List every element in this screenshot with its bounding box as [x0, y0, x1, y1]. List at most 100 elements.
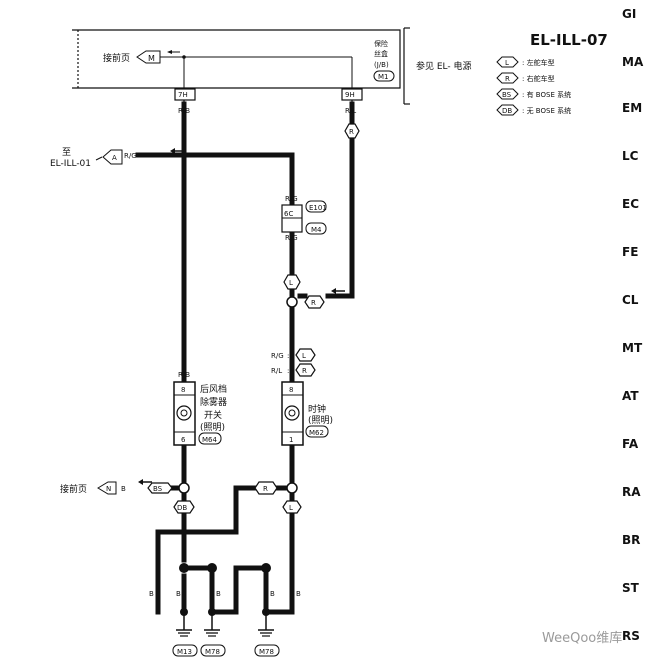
wire-label: B	[176, 590, 181, 598]
pin-label: 1	[289, 436, 293, 444]
side-index-item[interactable]: CL	[622, 293, 639, 307]
ground-points: M13 M78 M78	[172, 608, 280, 657]
lamp-icon	[176, 405, 192, 421]
fuse-label-3: (J/B)	[374, 61, 389, 69]
splice-point	[207, 563, 217, 573]
side-index-item[interactable]: BR	[622, 533, 640, 547]
l-badge: L	[302, 352, 306, 360]
side-index-item[interactable]: MA	[622, 55, 644, 69]
side-index-item[interactable]: EC	[622, 197, 639, 211]
wire-label: R/G	[271, 352, 284, 360]
colon: :	[287, 367, 289, 375]
clock: 8 1 时钟 (照明) M62	[281, 381, 333, 446]
side-index: GI MA EM LC EC FE CL MT AT FA RA BR ST R…	[622, 7, 644, 643]
side-index-item[interactable]: AT	[622, 389, 639, 403]
wire-label: R/G	[285, 195, 298, 203]
side-index-item[interactable]: FA	[622, 437, 639, 451]
legend-item: BS : 有 BOSE 系统	[496, 88, 571, 100]
lamp-icon	[284, 405, 300, 421]
wire-label: B	[181, 460, 186, 468]
wire-label: B	[289, 460, 294, 468]
prev-page-label: 接前页	[103, 52, 130, 64]
clock-name-line: 时钟	[308, 403, 326, 415]
clock-name-line: (照明)	[308, 415, 333, 426]
colon: :	[287, 352, 289, 360]
wire-label: R/L	[271, 367, 282, 375]
next-page-label[interactable]: 接前页	[60, 483, 87, 495]
to-ref-link[interactable]: EL-ILL-01	[50, 159, 91, 169]
fuse-connector: M1	[378, 73, 389, 81]
splice-point	[286, 296, 298, 308]
r-badge: R	[311, 299, 316, 307]
power-ref[interactable]: 参见 EL- 电源	[416, 60, 472, 72]
wire-label: B	[296, 590, 301, 598]
to-ref-prefix: 至	[62, 147, 71, 158]
wire-label: B	[149, 590, 154, 598]
splice-point	[178, 482, 190, 494]
wire-label: B	[216, 590, 221, 598]
legend-badge: R	[505, 75, 510, 83]
switch-name-line: 后风档	[200, 383, 227, 395]
ground-connector	[200, 644, 226, 657]
switch-name-line: 除雾器	[200, 396, 227, 408]
side-index-item[interactable]: MT	[622, 341, 643, 355]
terminal-9h: 9H	[345, 91, 355, 99]
ground-connector	[254, 644, 280, 657]
side-index-item[interactable]: GI	[622, 7, 636, 21]
r-badge: R	[263, 485, 268, 493]
l-badge: L	[289, 504, 293, 512]
terminal-7h: 7H	[178, 91, 188, 99]
legend-item: R : 右舵车型	[496, 72, 555, 84]
pin-label: 8	[289, 386, 293, 394]
connector-m64: M64	[202, 436, 217, 444]
switch-name-line: 开关	[204, 409, 222, 421]
n-badge: N	[106, 485, 111, 493]
r-badge-shape	[344, 123, 360, 139]
wire-label: B	[270, 590, 275, 598]
fuse-box: 接前页 M 保险 丝盒 (J/B) M1 参见 EL- 电源 7H 9H	[72, 27, 472, 105]
wire-label: R/L	[345, 107, 356, 115]
side-index-item[interactable]: ST	[622, 581, 640, 595]
connector-e101: E101	[309, 204, 327, 212]
fuse-label-1: 保险	[374, 39, 388, 48]
ground-connector	[172, 644, 198, 657]
db-badge: DB	[177, 504, 187, 512]
side-index-item[interactable]: RA	[622, 485, 641, 499]
legend-text: : 有 BOSE 系统	[522, 90, 571, 99]
prev-page-badge: M	[148, 54, 155, 63]
switch-name-line: (照明)	[200, 422, 225, 433]
fuse-label-2: 丝盒	[374, 49, 388, 58]
wire-network	[135, 101, 355, 615]
ground-label: M78	[259, 648, 274, 656]
a-badge: A	[112, 154, 117, 162]
splice-point	[179, 563, 189, 573]
r-badge: R	[302, 367, 307, 375]
page-title: EL-ILL-07	[530, 31, 608, 49]
connector-m62: M62	[309, 429, 324, 437]
side-index-item[interactable]: EM	[622, 101, 642, 115]
l-badge: L	[289, 279, 293, 287]
pin-label: 6	[181, 436, 186, 444]
legend-item: DB : 无 BOSE 系统	[496, 104, 571, 116]
side-index-item[interactable]: RS	[622, 629, 640, 643]
wire-label: R/G	[285, 234, 298, 242]
legend-badge: BS	[502, 91, 512, 99]
splice-point	[261, 563, 271, 573]
legend-text: : 无 BOSE 系统	[522, 106, 571, 115]
bs-badge: BS	[153, 485, 163, 493]
r-badge: R	[349, 128, 354, 136]
side-index-item[interactable]: FE	[622, 245, 638, 259]
legend: L : 左舵车型 R : 右舵车型 BS : 有 BOSE 系统 DB : 无 …	[496, 56, 571, 116]
wire-label: R/G	[124, 152, 137, 160]
pin-label: 8	[181, 386, 185, 394]
legend-badge: DB	[502, 107, 512, 115]
legend-text: : 左舵车型	[522, 58, 555, 67]
splice-point	[286, 482, 298, 494]
watermark: WeeQoo维库	[542, 630, 622, 646]
legend-item: L : 左舵车型	[496, 56, 555, 68]
legend-text: : 右舵车型	[522, 74, 555, 83]
side-index-item[interactable]: LC	[622, 149, 639, 163]
wire-label: R/B	[178, 107, 190, 115]
wire-label: R/B	[178, 371, 190, 379]
